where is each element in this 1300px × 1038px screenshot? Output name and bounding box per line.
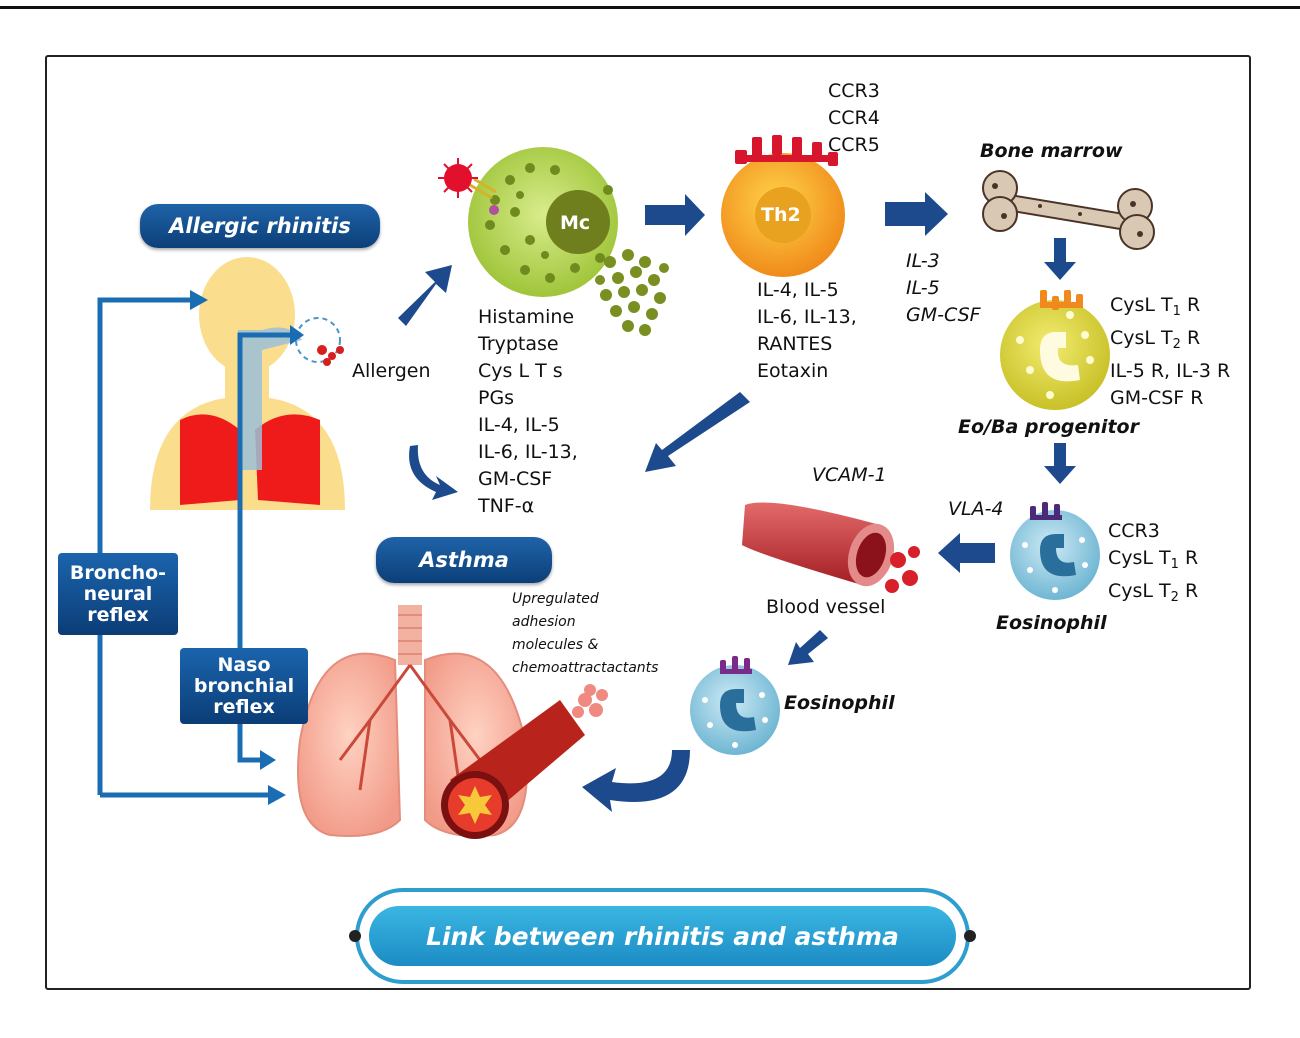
note-line: chemoattractactants — [512, 660, 659, 676]
progenitor-receptor-item: GM-CSF R — [1110, 387, 1204, 409]
eosinophil-receptor-item: CysL T2 R — [1108, 580, 1199, 605]
cytokine-item: IL-4, IL-5 — [757, 279, 839, 301]
title-banner: Link between rhinitis and asthma — [349, 888, 976, 984]
mast-cell-mediators-list: Histamine Tryptase Cys L T s PGs IL-4, I… — [478, 304, 578, 520]
th2-cell-icon — [721, 135, 845, 277]
arrow-progenitor-to-eosinophil — [1044, 443, 1076, 484]
mediator-item: IL-6, IL-13, — [478, 441, 578, 463]
progenitor-cell-icon — [1000, 290, 1110, 410]
reflex-arrowhead-bottom — [268, 785, 286, 805]
banner-left-dot — [349, 930, 361, 942]
bone-marrow-label: Bone marrow — [980, 140, 1123, 162]
reflex-arrowhead-top — [190, 290, 208, 310]
eosinophil-marrow-label: Eosinophil — [996, 612, 1107, 634]
bronchoneural-line-2: neural — [83, 582, 153, 605]
lungs-icon — [297, 605, 608, 839]
arrow-eosinophil-to-vessel — [938, 533, 995, 573]
arrow-marrow-to-progenitor — [1044, 238, 1076, 280]
granule-cluster-icon — [595, 249, 669, 336]
receptor-item: CCR3 — [828, 80, 880, 102]
nasobronchial-reflex-box: Naso bronchial reflex — [180, 648, 308, 724]
eosinophil-tissue-label: Eosinophil — [784, 692, 895, 714]
arrow-mast-cell-to-asthma — [409, 445, 458, 500]
marrow-signals-list: IL-3 IL-5 GM-CSF — [906, 248, 981, 329]
nasobronchial-reflex-arrow — [237, 332, 290, 763]
nasobronchial-line-2: bronchial — [193, 674, 295, 697]
th2-receptors-list: CCR3 CCR4 CCR5 — [828, 78, 880, 159]
note-line: Upregulated — [512, 591, 599, 607]
nasal-arrowhead — [290, 325, 304, 345]
banner-right-dot — [964, 930, 976, 942]
signal-item: GM-CSF — [906, 304, 981, 326]
mediator-item: IL-4, IL-5 — [478, 414, 560, 436]
signal-item: IL-3 — [906, 250, 940, 272]
nasobronchial-line-1: Naso — [217, 653, 271, 676]
mast-cell-label: Mc — [560, 212, 591, 234]
vcam1-label: VCAM-1 — [812, 464, 887, 486]
eosinophil-receptor-item: CysL T1 R — [1108, 547, 1199, 572]
progenitor-receptor-item: CysL T2 R — [1110, 327, 1201, 352]
progenitor-label: Eo/Ba progenitor — [958, 416, 1139, 438]
arrow-th2-to-marrow — [885, 192, 948, 236]
eosinophil-receptors-list: CCR3 CysL T1 R CysL T2 R — [1108, 518, 1198, 611]
top-rule — [0, 6, 1300, 9]
receptor-item: CCR4 — [828, 107, 880, 129]
bronchoneural-line-3: reflex — [87, 603, 149, 626]
progenitor-receptors-list: CysL T1 R CysL T2 R IL-5 R, IL-3 R GM-CS… — [1110, 292, 1230, 412]
blood-vessel-label: Blood vessel — [766, 596, 886, 618]
bronchoneural-line-1: Broncho- — [69, 561, 167, 584]
cytokine-item: IL-6, IL-13, — [757, 306, 857, 328]
receptor-item: CCR5 — [828, 134, 880, 156]
mediator-item: GM-CSF — [478, 468, 553, 490]
figure-frame — [45, 55, 1251, 990]
arrow-th2-to-asthma — [645, 392, 750, 472]
cytokine-item: Eotaxin — [757, 360, 829, 382]
th2-cytokines-list: IL-4, IL-5 IL-6, IL-13, RANTES Eotaxin — [757, 277, 857, 385]
mediator-item: Histamine — [478, 306, 575, 328]
asthma-pill: Asthma — [376, 537, 552, 583]
th2-cell-label: Th2 — [761, 204, 801, 226]
arrow-allergen-to-mast-cell — [398, 265, 452, 326]
human-silhouette-icon — [150, 257, 345, 510]
mediator-item: PGs — [478, 387, 515, 409]
mediator-item: Cys L T s — [478, 360, 563, 382]
vla4-label: VLA-4 — [948, 498, 1004, 520]
bone-marrow-icon — [982, 170, 1155, 250]
banner-title: Link between rhinitis and asthma — [369, 906, 956, 966]
cytokine-item: RANTES — [757, 333, 833, 355]
eosinophil-receptor-item: CCR3 — [1108, 520, 1160, 542]
mast-cell-icon — [438, 147, 618, 297]
lung-arrowhead — [260, 750, 276, 770]
mediator-item: Tryptase — [478, 333, 559, 355]
allergic-rhinitis-pill: Allergic rhinitis — [140, 204, 380, 248]
allergen-label: Allergen — [352, 360, 431, 382]
arrow-eosinophil-to-lungs — [582, 750, 690, 812]
arrow-vessel-to-eosinophil — [788, 630, 828, 665]
eosinophil-marrow-icon — [1010, 502, 1100, 600]
note-line: molecules & — [512, 637, 599, 653]
nasobronchial-line-3: reflex — [213, 695, 275, 718]
note-line: adhesion — [512, 614, 576, 630]
progenitor-receptor-item: CysL T1 R — [1110, 294, 1201, 319]
progenitor-receptor-item: IL-5 R, IL-3 R — [1110, 360, 1231, 382]
eosinophil-tissue-icon — [690, 656, 780, 755]
upregulated-molecules-note: Upregulated adhesion molecules & chemoat… — [512, 588, 658, 680]
blood-vessel-icon — [742, 502, 920, 593]
bronchoneural-reflex-box: Broncho- neural reflex — [58, 553, 178, 635]
signal-item: IL-5 — [906, 277, 940, 299]
arrow-mast-cell-to-th2 — [645, 194, 705, 236]
mediator-item: TNF-α — [478, 495, 535, 517]
